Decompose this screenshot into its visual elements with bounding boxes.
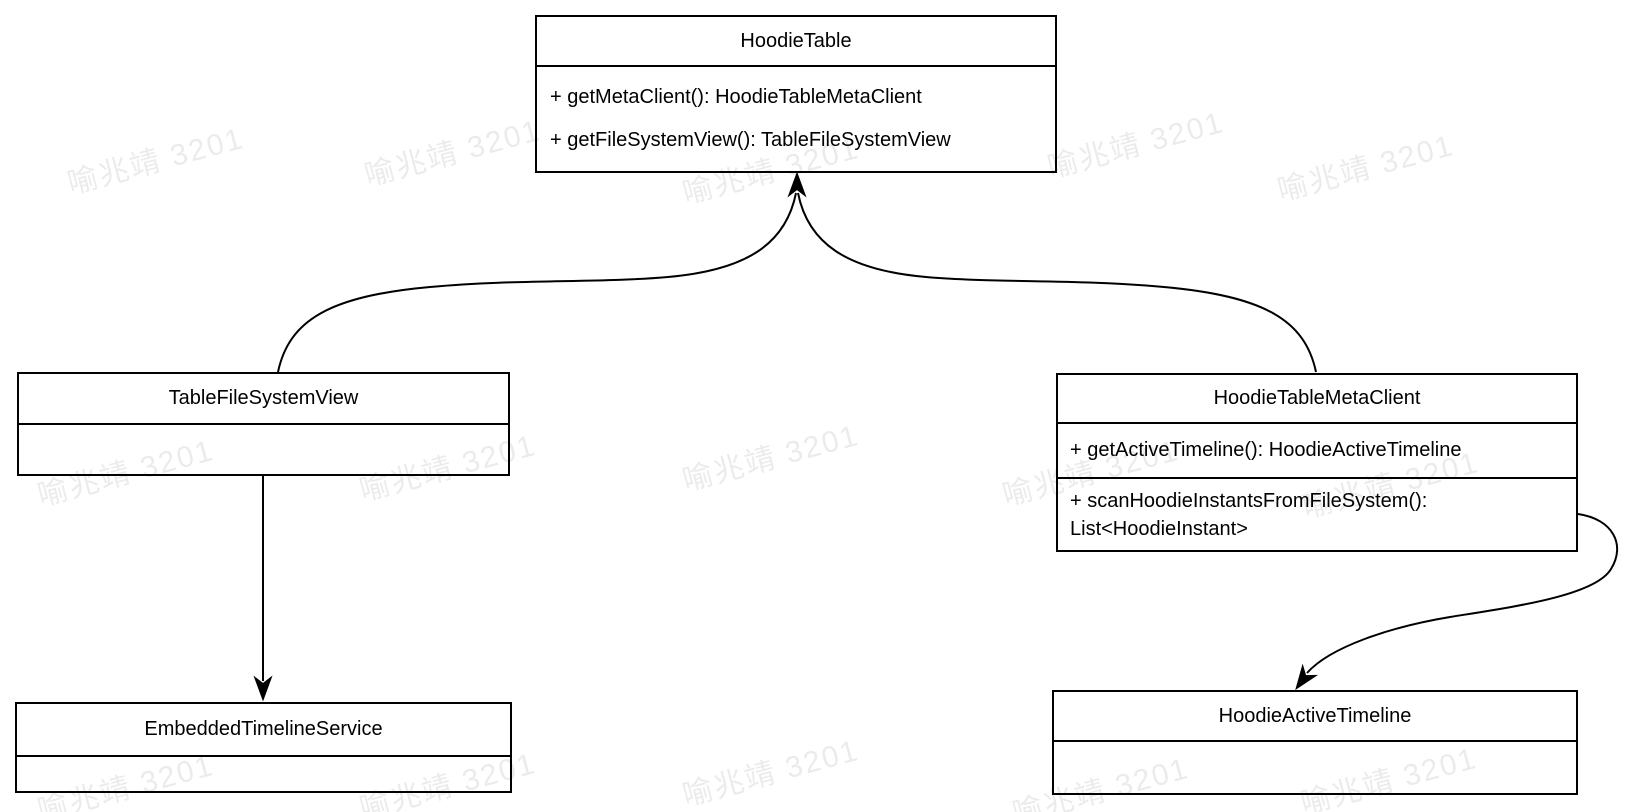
method-getfilesystemview: + getFileSystemView(): TableFileSystemVi… bbox=[550, 128, 951, 151]
method-scanhoodieinstants: + scanHoodieInstantsFromFileSystem(): Li… bbox=[1070, 490, 1428, 540]
method-getmetaclient: + getMetaClient(): HoodieTableMetaClient bbox=[550, 86, 922, 109]
class-title-embeddedtimelineservice: EmbeddedTimelineService bbox=[17, 704, 510, 757]
edge-hoodietablemetaclient-to-hoodietable[interactable] bbox=[787, 171, 1317, 373]
class-title-hoodieactivetimeline: HoodieActiveTimeline bbox=[1054, 692, 1576, 742]
method-getactivetimeline: + getActiveTimeline(): HoodieActiveTimel… bbox=[1058, 424, 1576, 479]
edge-tablefilesystemview-to-embeddedtimelineservice[interactable] bbox=[253, 476, 273, 702]
class-box-hoodieactivetimeline[interactable]: HoodieActiveTimeline bbox=[1052, 690, 1578, 795]
class-title-hoodietablemetaclient: HoodieTableMetaClient bbox=[1058, 375, 1576, 424]
arrowhead-down-left-icon bbox=[1295, 663, 1319, 691]
empty-compartment bbox=[19, 425, 508, 474]
class-title-tablefilesystemview: TableFileSystemView bbox=[19, 374, 508, 425]
arrowhead-down-icon bbox=[253, 675, 273, 702]
class-box-hoodietablemetaclient[interactable]: HoodieTableMetaClient + getActiveTimelin… bbox=[1056, 373, 1578, 552]
arrowhead-up-icon bbox=[787, 171, 807, 198]
edge-tablefilesystemview-to-hoodietable[interactable] bbox=[277, 192, 797, 373]
class-title-hoodietable: HoodieTable bbox=[537, 17, 1055, 67]
edge-hoodietablemetaclient-to-hoodieactivetimeline[interactable] bbox=[1289, 513, 1619, 694]
class-methods-hoodietable: + getMetaClient(): HoodieTableMetaClient… bbox=[537, 67, 1055, 171]
empty-compartment bbox=[17, 757, 510, 791]
empty-compartment bbox=[1054, 742, 1576, 793]
class-box-tablefilesystemview[interactable]: TableFileSystemView bbox=[17, 372, 510, 476]
class-box-embeddedtimelineservice[interactable]: EmbeddedTimelineService bbox=[15, 702, 512, 793]
class-box-hoodietable[interactable]: HoodieTable + getMetaClient(): HoodieTab… bbox=[535, 15, 1057, 173]
